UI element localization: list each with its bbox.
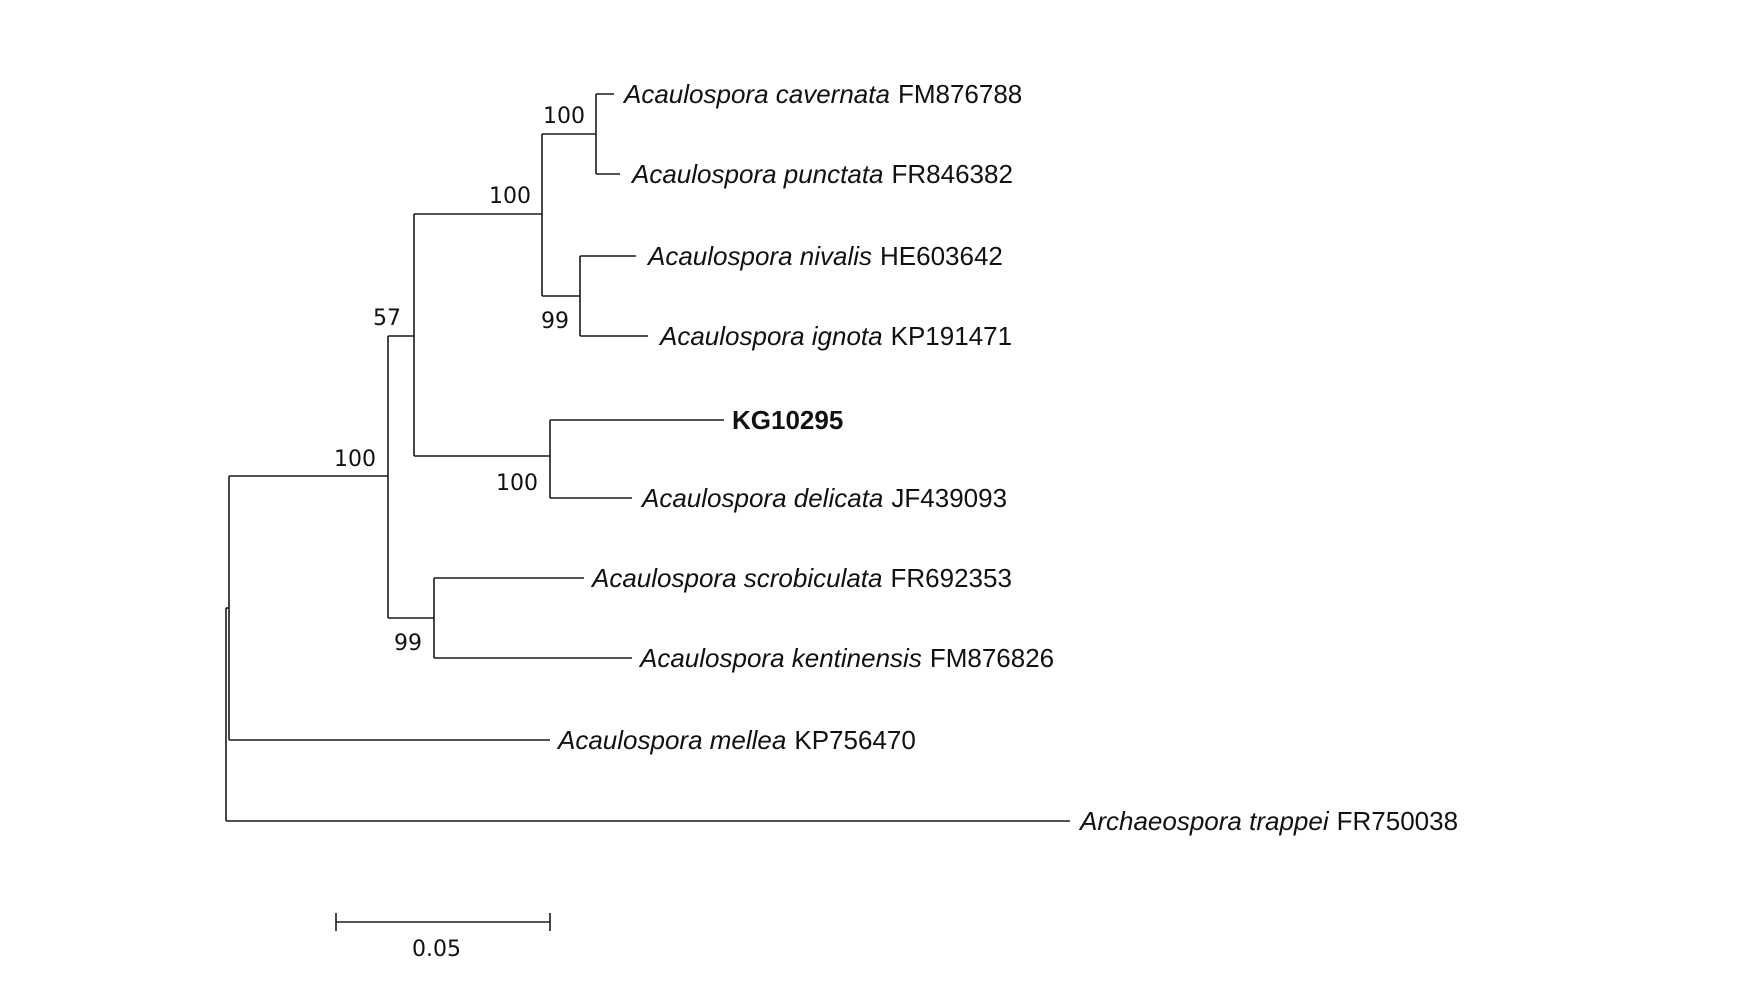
taxon-label: Acaulospora cavernata FM876788 — [622, 79, 1022, 109]
support-value: 57 — [373, 306, 401, 331]
taxon-label: Acaulospora delicata JF439093 — [640, 483, 1007, 513]
taxon-species: Acaulospora kentinensis — [638, 643, 922, 673]
taxon-label: Acaulospora scrobiculata FR692353 — [590, 563, 1012, 593]
taxon-accession: KP756470 — [794, 725, 915, 755]
taxon-species: Acaulospora scrobiculata — [590, 563, 883, 593]
taxon-accession: FM876826 — [930, 643, 1054, 673]
support-value: 100 — [489, 184, 531, 209]
scale-bar: 0.05 — [335, 913, 551, 962]
taxon-labels: Acaulospora cavernata FM876788 Acaulospor… — [556, 79, 1458, 836]
support-values: 100 100 99 57 100 100 99 — [334, 104, 585, 656]
taxon-label: Acaulospora mellea KP756470 — [556, 725, 916, 755]
taxon-label: Acaulospora ignota KP191471 — [658, 321, 1012, 351]
taxon-accession: FR846382 — [892, 159, 1013, 189]
taxon-species: Acaulospora cavernata — [622, 79, 890, 109]
taxon-label: Acaulospora punctata FR846382 — [630, 159, 1013, 189]
taxon-accession: FR692353 — [891, 563, 1012, 593]
taxon-species: Acaulospora delicata — [640, 483, 883, 513]
taxon-accession: HE603642 — [880, 241, 1003, 271]
taxon-species: Acaulospora ignota — [658, 321, 883, 351]
taxon-species: Archaeospora trappei — [1078, 806, 1330, 836]
taxon-accession: FR750038 — [1337, 806, 1458, 836]
support-value: 100 — [543, 104, 585, 129]
taxon-accession: KG10295 — [732, 405, 843, 435]
taxon-label-kg10295: KG10295 — [732, 405, 843, 435]
taxon-label: Acaulospora kentinensis FM876826 — [638, 643, 1054, 673]
scale-bar-label: 0.05 — [412, 937, 461, 962]
taxon-accession: FM876788 — [898, 79, 1022, 109]
support-value: 100 — [334, 447, 376, 472]
tree-branches — [225, 93, 1070, 822]
taxon-label: Acaulospora nivalis HE603642 — [646, 241, 1003, 271]
support-value: 99 — [394, 631, 422, 656]
taxon-accession: JF439093 — [891, 483, 1007, 513]
taxon-species: Acaulospora nivalis — [646, 241, 872, 271]
support-value: 99 — [541, 309, 569, 334]
taxon-species: Acaulospora punctata — [630, 159, 884, 189]
taxon-accession: KP191471 — [891, 321, 1012, 351]
support-value: 100 — [496, 471, 538, 496]
taxon-species: Acaulospora mellea — [556, 725, 786, 755]
